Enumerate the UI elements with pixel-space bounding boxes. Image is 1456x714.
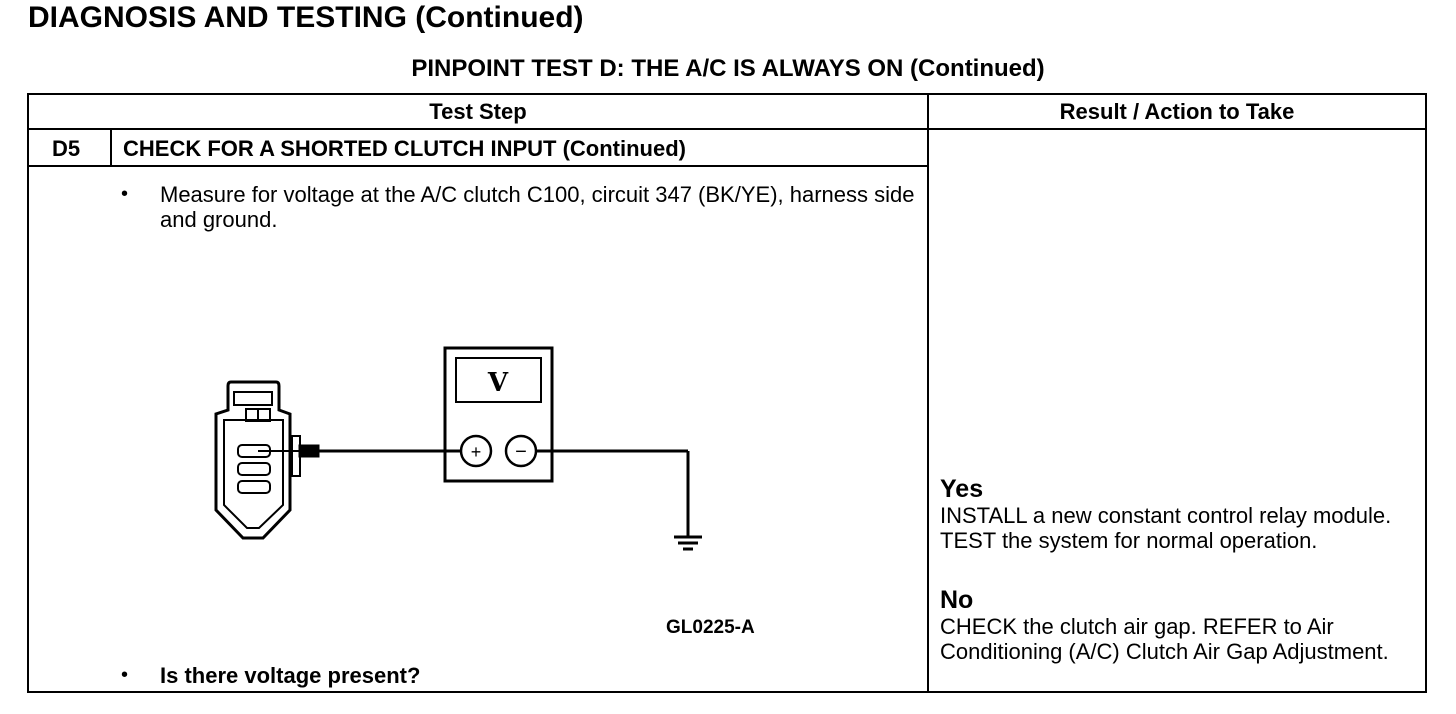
step-id-divider: [110, 129, 112, 166]
ground-symbol-icon: [674, 535, 702, 551]
result-yes-text: INSTALL a new constant control relay mod…: [940, 503, 1392, 553]
probe-lead-icon: [258, 444, 460, 458]
page-heading: DIAGNOSIS AND TESTING (Continued): [28, 1, 584, 34]
step-title: CHECK FOR A SHORTED CLUTCH INPUT (Contin…: [123, 136, 686, 161]
meter-display-symbol: V: [487, 368, 509, 398]
pinpoint-test-table: [27, 93, 1427, 693]
result-no-label: No: [940, 586, 974, 614]
bullet-question: •: [121, 664, 129, 686]
column-divider: [927, 93, 929, 693]
minus-terminal-symbol: −: [515, 441, 527, 463]
result-no-text: CHECK the clutch air gap. REFER to Air C…: [940, 614, 1389, 664]
pinpoint-test-title: PINPOINT TEST D: THE A/C IS ALWAYS ON (C…: [411, 55, 1045, 82]
question-text: Is there voltage present?: [160, 663, 421, 688]
step-id: D5: [52, 136, 81, 161]
voltmeter-icon: [443, 346, 554, 483]
ground-wire-icon: [536, 449, 690, 536]
header-result-action: Result / Action to Take: [1059, 99, 1295, 124]
instruction-text: Measure for voltage at the A/C clutch C1…: [160, 182, 915, 232]
plus-terminal-symbol: +: [471, 442, 482, 462]
figure-id: GL0225-A: [666, 617, 755, 638]
bullet-instruction: •: [121, 183, 129, 205]
header-divider: [27, 128, 1427, 130]
step-row-divider: [27, 165, 928, 167]
result-yes-label: Yes: [940, 475, 984, 503]
header-test-step: Test Step: [429, 99, 527, 124]
clutch-connector-icon: [214, 380, 301, 540]
